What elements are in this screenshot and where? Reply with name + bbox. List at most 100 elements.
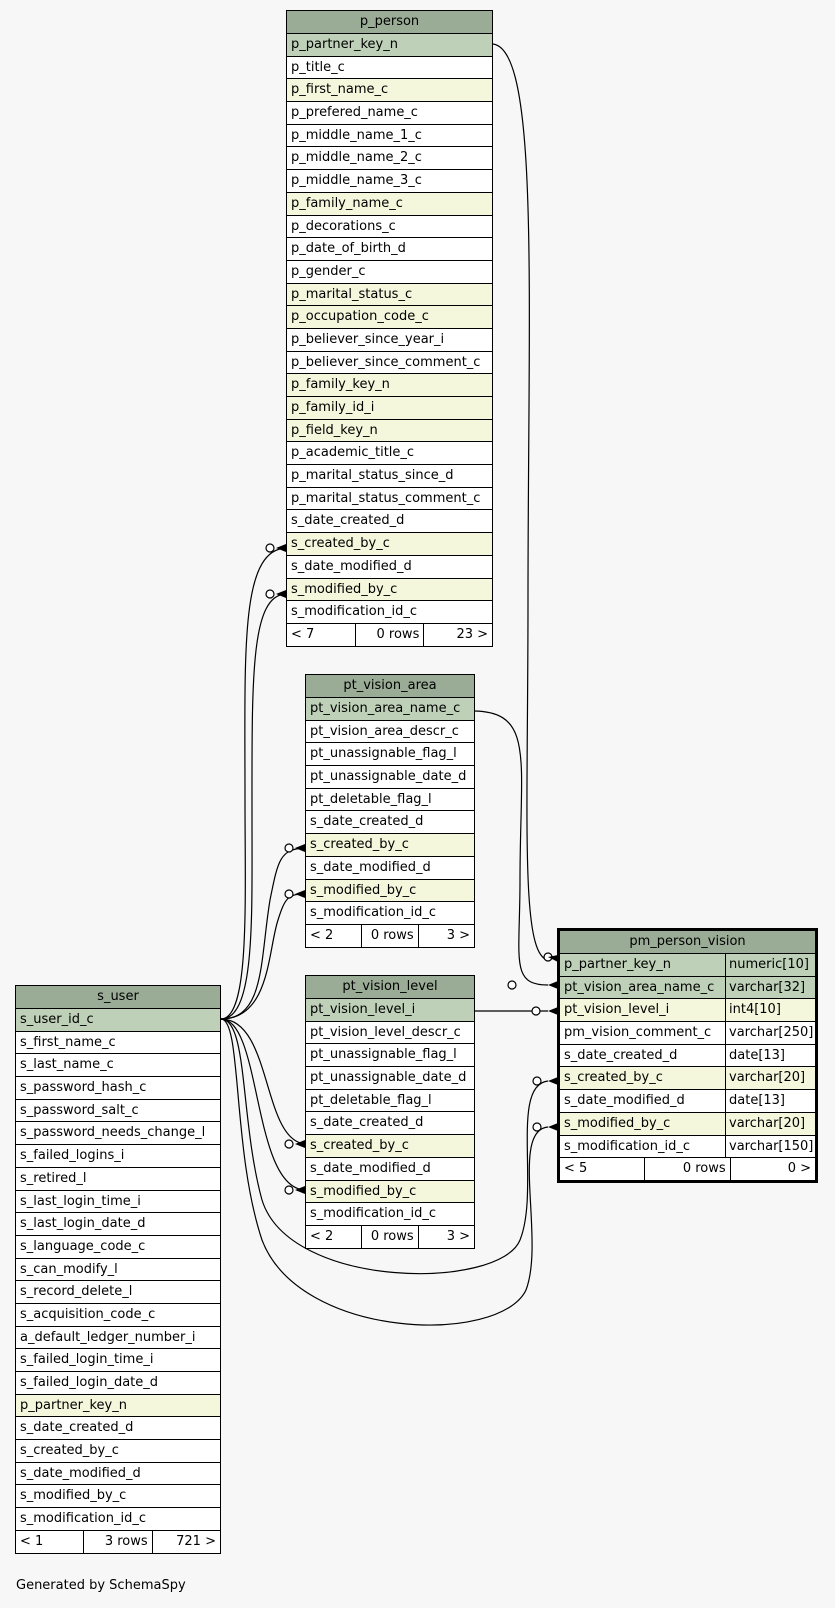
column-row[interactable]: s_last_login_time_i <box>16 1191 220 1214</box>
column-row[interactable]: s_date_modified_d <box>306 857 474 880</box>
column-row[interactable]: p_title_c <box>287 57 492 80</box>
column-row[interactable]: pt_vision_area_descr_c <box>306 721 474 744</box>
column-name: s_modified_by_c <box>291 581 398 597</box>
column-row[interactable]: pt_deletable_flag_l <box>306 789 474 812</box>
column-row[interactable]: s_password_needs_change_l <box>16 1122 220 1146</box>
column-row[interactable]: p_occupation_code_c <box>287 306 492 329</box>
column-row[interactable]: s_language_code_c <box>16 1236 220 1259</box>
parents-link[interactable]: < 2 <box>306 1225 363 1248</box>
column-row[interactable]: s_modified_by_c <box>306 879 474 903</box>
column-row[interactable]: s_modified_by_c <box>287 578 492 602</box>
parents-link[interactable]: < 5 <box>560 1158 646 1181</box>
children-link[interactable]: 3 > <box>446 927 470 943</box>
column-row[interactable]: s_acquisition_code_c <box>16 1304 220 1327</box>
column-row[interactable]: s_failed_login_time_i <box>16 1349 220 1372</box>
column-row[interactable]: pt_unassignable_flag_l <box>306 743 474 767</box>
column-row[interactable]: p_prefered_name_c <box>287 102 492 125</box>
column-row[interactable]: s_created_by_c <box>16 1440 220 1463</box>
column-row[interactable]: s_date_created_d <box>16 1417 220 1441</box>
column-row[interactable]: s_created_by_c <box>287 533 492 556</box>
column-row[interactable]: s_password_salt_c <box>16 1100 220 1123</box>
column-name: s_modification_id_c <box>20 1511 146 1527</box>
column-row[interactable]: p_marital_status_since_d <box>287 465 492 488</box>
column-row[interactable]: s_date_created_d <box>306 811 474 835</box>
column-row[interactable]: pt_deletable_flag_l <box>306 1090 474 1113</box>
column-row[interactable]: s_record_delete_l <box>16 1281 220 1304</box>
column-name: p_field_key_n <box>291 422 378 438</box>
parents-link[interactable]: < 7 <box>287 623 356 646</box>
column-row[interactable]: p_believer_since_year_i <box>287 329 492 352</box>
column-row[interactable]: s_modified_by_c <box>16 1485 220 1509</box>
children-link[interactable]: 721 > <box>176 1533 216 1549</box>
column-row[interactable]: pt_vision_level_i <box>306 999 474 1022</box>
column-row[interactable]: s_password_hash_c <box>16 1077 220 1100</box>
column-row[interactable]: p_middle_name_3_c <box>287 170 492 193</box>
parents-link[interactable]: < 2 <box>306 924 363 947</box>
column-row[interactable]: p_academic_title_c <box>287 442 492 466</box>
column-row[interactable]: s_user_id_c <box>16 1009 220 1032</box>
column-name: s_created_by_c <box>310 837 409 853</box>
column-row[interactable]: pt_unassignable_date_d <box>306 1067 474 1090</box>
column-row[interactable]: s_can_modify_l <box>16 1259 220 1282</box>
column-row[interactable]: s_first_name_c <box>16 1032 220 1055</box>
column-row[interactable]: s_date_modified_d <box>16 1463 220 1486</box>
column-row[interactable]: p_middle_name_2_c <box>287 147 492 171</box>
column-row[interactable]: s_date_modified_d <box>287 556 492 579</box>
column-row[interactable]: p_middle_name_1_c <box>287 125 492 148</box>
column-row[interactable]: a_default_ledger_number_i <box>16 1327 220 1350</box>
column-row[interactable]: p_partner_key_n <box>287 34 492 57</box>
column-row[interactable]: p_marital_status_comment_c <box>287 488 492 511</box>
column-row[interactable]: p_marital_status_c <box>287 283 492 307</box>
column-row[interactable]: p_field_key_n <box>287 419 492 443</box>
column-row[interactable]: pt_unassignable_flag_l <box>306 1044 474 1068</box>
column-row[interactable]: s_modification_id_c <box>287 601 492 624</box>
column-row[interactable]: s_last_name_c <box>16 1054 220 1078</box>
column-row[interactable]: s_created_by_c <box>306 834 474 857</box>
column-row[interactable]: s_last_login_date_d <box>16 1213 220 1236</box>
column-row[interactable]: pt_vision_level_descr_c <box>306 1022 474 1045</box>
column-row[interactable]: p_gender_c <box>287 261 492 284</box>
column-row[interactable]: p_partner_key_n <box>16 1394 220 1418</box>
column-name: pt_unassignable_flag_l <box>310 746 457 762</box>
column-name: s_date_modified_d <box>310 1160 431 1176</box>
children-link[interactable]: 23 > <box>456 626 489 642</box>
column-row[interactable]: p_decorations_c <box>287 216 492 239</box>
column-row[interactable]: p_family_key_n <box>287 374 492 397</box>
column-row[interactable]: s_modification_id_c <box>16 1508 220 1531</box>
parents-link[interactable]: < 1 <box>16 1530 85 1553</box>
column-row[interactable]: s_modified_by_c <box>306 1180 474 1204</box>
column-row[interactable]: s_modification_id_c <box>306 1203 474 1226</box>
column-row[interactable]: s_date_created_d <box>287 510 492 534</box>
column-row[interactable]: pt_unassignable_date_d <box>306 766 474 789</box>
children-link[interactable]: 0 > <box>787 1161 811 1177</box>
column-row[interactable]: p_date_of_birth_d <box>287 238 492 261</box>
column-row[interactable]: s_created_by_c <box>306 1135 474 1158</box>
column-row[interactable]: s_retired_l <box>16 1168 220 1191</box>
column-row[interactable]: s_date_modified_d <box>306 1158 474 1181</box>
column-row[interactable]: s_modification_id_c <box>306 902 474 925</box>
column-row[interactable]: p_believer_since_comment_c <box>287 352 492 375</box>
children-link[interactable]: 3 > <box>446 1228 470 1244</box>
column-row[interactable]: s_date_created_d <box>306 1112 474 1136</box>
column-row[interactable]: p_family_name_c <box>287 192 492 216</box>
column-row[interactable]: pt_vision_area_name_c <box>306 698 474 721</box>
column-row[interactable]: s_failed_login_date_d <box>16 1372 220 1395</box>
column-name: s_date_created_d <box>291 513 405 529</box>
column-row[interactable]: p_family_id_i <box>287 397 492 420</box>
column-row[interactable]: s_failed_logins_i <box>16 1145 220 1168</box>
column-row[interactable]: p_first_name_c <box>287 79 492 103</box>
